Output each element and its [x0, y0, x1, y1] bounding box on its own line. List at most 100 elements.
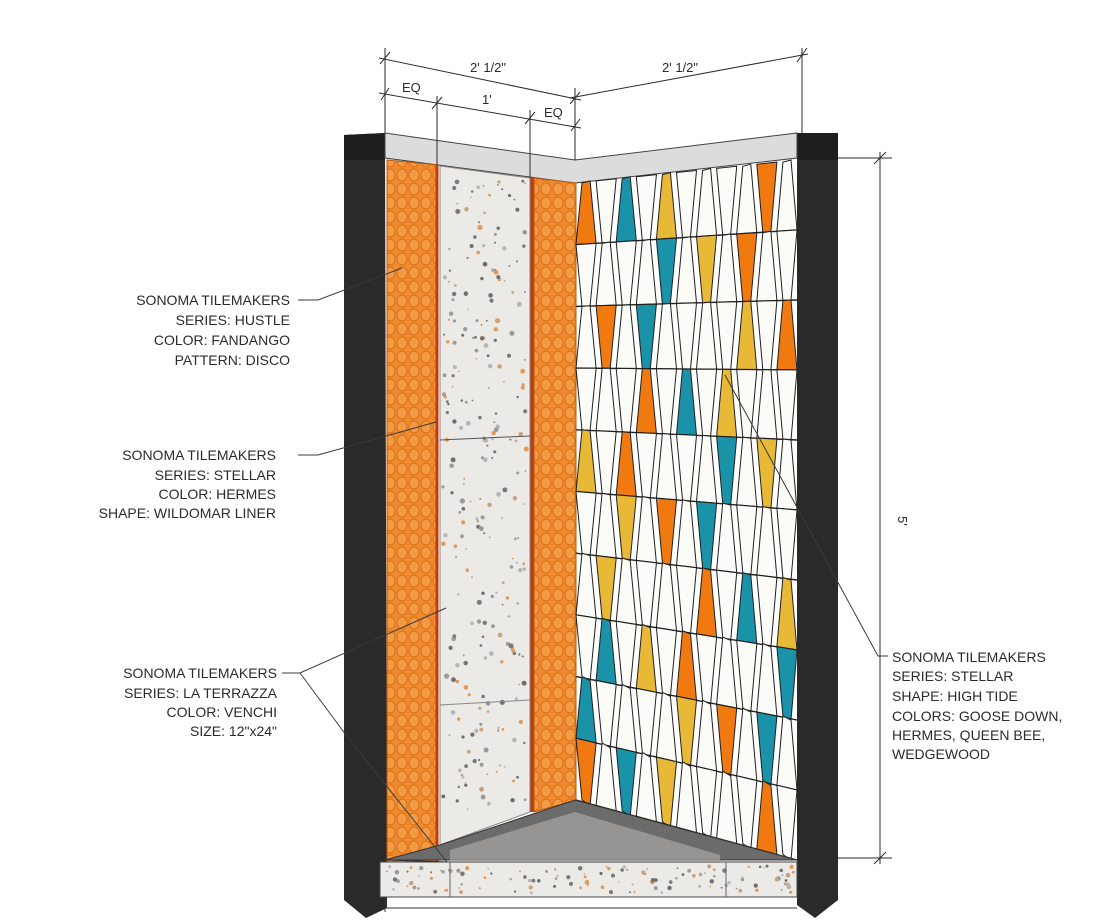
terrazzo-chip — [493, 232, 497, 236]
high-tide-tile — [695, 699, 718, 772]
terrazzo-chip — [519, 870, 521, 873]
bench-front — [379, 861, 798, 898]
terrazzo-chip — [479, 498, 482, 500]
terrazzo-chip — [462, 654, 465, 657]
high-tide-tile — [756, 300, 778, 371]
terrazzo-chip — [511, 648, 516, 653]
callout-hustle-line: SONOMA TILEMAKERS — [136, 292, 290, 308]
high-tide-tile — [655, 756, 678, 829]
high-tide-tile — [695, 633, 718, 705]
high-tide-tile — [695, 567, 718, 638]
terrazzo-chip — [786, 884, 792, 890]
terrazzo-chip — [516, 471, 520, 475]
high-tide-tile — [695, 434, 718, 504]
high-tide-tile — [756, 161, 778, 234]
terrazzo-chip — [512, 737, 517, 743]
high-tide-tile — [695, 765, 718, 840]
terrazzo-chip — [692, 873, 696, 878]
high-tide-tile — [776, 229, 798, 302]
callout-hustle-line: PATTERN: DISCO — [175, 352, 290, 368]
terrazzo-chip — [620, 868, 624, 872]
terrazzo-chip — [474, 348, 479, 353]
terrazzo-chip — [443, 533, 448, 538]
terrazzo-chip — [461, 507, 466, 511]
terrazzo-chip — [516, 260, 518, 263]
terrazzo-chip — [478, 221, 481, 224]
terrazzo-chip — [479, 722, 483, 726]
terrazzo-chip — [479, 525, 482, 527]
terrazzo-chip — [497, 729, 500, 732]
high-tide-tile — [575, 490, 597, 557]
terrazzo-chip — [460, 883, 463, 886]
terrazzo-chip — [518, 719, 524, 725]
terrazzo-chip — [457, 593, 460, 596]
terrazzo-chip — [463, 685, 469, 690]
terrazzo-chip — [457, 785, 460, 789]
terrazzo-chip — [462, 483, 465, 486]
high-tide-tile — [595, 492, 617, 559]
high-tide-tile — [736, 436, 758, 508]
terrazzo-chip — [471, 576, 473, 579]
terrazzo-chip — [480, 456, 484, 460]
terrazzo-chip — [509, 878, 512, 881]
terrazzo-chip — [392, 877, 398, 882]
high-tide-tile — [595, 178, 617, 244]
dim-right-wall-label: 2' 1/2" — [662, 60, 698, 75]
terrazzo-chip — [489, 298, 494, 303]
high-tide-tile — [695, 368, 718, 437]
terrazzo-chip — [586, 883, 590, 886]
high-tide-tile — [575, 614, 597, 682]
terrazzo-chip — [456, 868, 461, 873]
terrazzo-chip — [479, 336, 485, 341]
terrazzo-chip — [626, 868, 629, 871]
terrazzo-chip — [451, 298, 455, 302]
terrazzo-chip — [442, 275, 448, 280]
terrazzo-chip — [490, 594, 494, 599]
high-tide-tile — [716, 502, 738, 574]
high-tide-tile — [736, 572, 758, 645]
terrazzo-chip — [486, 773, 489, 776]
terrazzo-chip — [530, 891, 533, 895]
terrazzo-chip — [628, 891, 631, 894]
terrazzo-chip — [765, 864, 769, 868]
terrazzo-chip — [491, 624, 495, 628]
terrazzo-chip — [747, 865, 750, 868]
high-tide-tile — [756, 779, 778, 856]
terrazzo-chip — [512, 496, 518, 501]
terrazzo-chip — [502, 487, 508, 493]
terrazzo-chip — [511, 291, 515, 294]
high-tide-tile — [776, 784, 798, 861]
terrazzo-chip — [469, 196, 472, 199]
terrazzo-chip — [522, 244, 526, 248]
terrazzo-chip — [448, 645, 453, 651]
terrazzo-chip — [577, 866, 583, 871]
high-tide-tile — [655, 237, 678, 305]
terrazzo-chip — [554, 868, 557, 871]
terrazzo-chip — [445, 400, 449, 403]
terrazzo-chip — [508, 615, 511, 618]
terrazzo-chip — [494, 412, 498, 415]
terrazzo-chip — [521, 680, 527, 686]
terrazzo-chip — [487, 363, 493, 369]
terrazzo-chip — [687, 868, 692, 873]
right-frame-top — [797, 133, 838, 160]
dimension-left-wall: 2' 1/2" — [378, 48, 582, 160]
terrazzo-chip — [569, 881, 573, 886]
terrazzo-chip — [406, 885, 409, 888]
terrazzo-chip — [513, 198, 516, 201]
terrazzo-speckles — [441, 179, 529, 810]
terrazzo-chip — [497, 364, 502, 369]
high-tide-tile — [695, 234, 718, 304]
callout-liner: SONOMA TILEMAKERS SERIES: STELLAR COLOR:… — [99, 447, 276, 521]
terrazzo-chip — [579, 886, 582, 890]
high-tide-tile — [615, 557, 637, 626]
terrazzo-chip — [654, 878, 658, 882]
high-tide-tile — [595, 617, 617, 686]
terrazzo-chip — [459, 425, 464, 430]
terrazzo-chip — [600, 885, 605, 889]
terrazzo-chip — [447, 280, 450, 283]
terrazzo-chip — [476, 599, 482, 605]
terrazzo-chip — [488, 536, 491, 539]
terrazzo-chip — [458, 511, 462, 514]
terrazzo-chip — [441, 485, 445, 489]
